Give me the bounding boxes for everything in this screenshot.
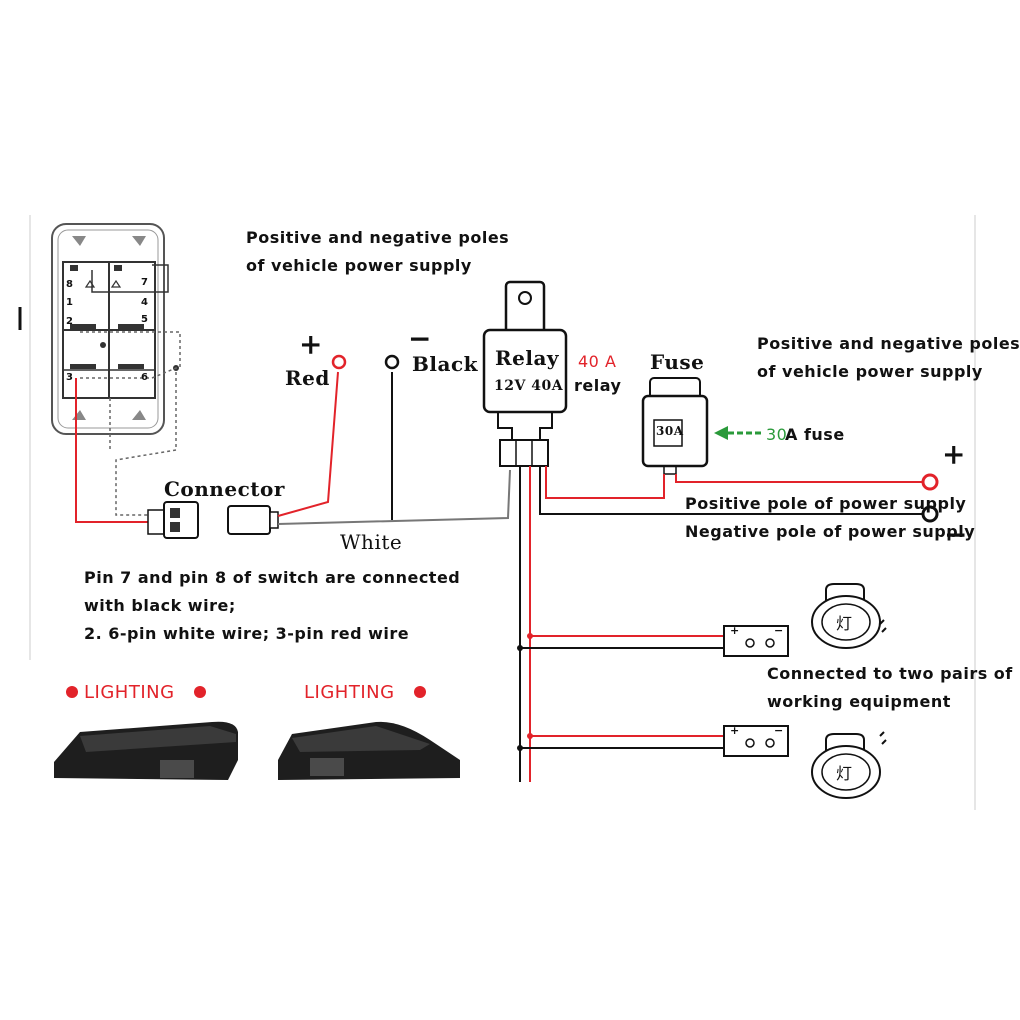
white-wire-label: White [340, 530, 403, 554]
relay-title: Relay [495, 346, 560, 370]
lighting-label-2: LIGHTING [304, 682, 395, 703]
supply-plus-symbol: + [942, 438, 966, 471]
relay [482, 280, 568, 467]
fuse [641, 377, 709, 475]
red-ring-terminal [331, 354, 347, 370]
top-poles-line-2: of vehicle power supply [246, 256, 472, 275]
switch-note-line-1: Pin 7 and pin 8 of switch are connected [84, 568, 461, 587]
lamp-1-glyph: 灯 [836, 614, 853, 633]
terminal-1-minus: − [774, 624, 784, 637]
switch-note-line-3: 2. 6-pin white wire; 3-pin red wire [84, 624, 410, 643]
white-wire [277, 469, 511, 525]
pin-1-label: 1 [66, 297, 74, 308]
relay-note-value: 40 A [578, 352, 617, 371]
relay-to-negative-wire [539, 466, 924, 515]
terminal-1-plus: + [730, 624, 740, 637]
connector-male [147, 501, 199, 539]
work-lamp-1 [811, 583, 887, 649]
pin-6-label: 6 [141, 372, 149, 383]
switch-note-line-2: with black wire; [84, 596, 236, 615]
terminal-2-plus: + [730, 724, 740, 737]
positive-ring-terminal [921, 473, 939, 491]
terminal-2-minus: − [774, 724, 784, 737]
equipment-note-line-2: working equipment [767, 692, 951, 711]
equipment-note-line-1: Connected to two pairs of [767, 664, 1013, 683]
pin-jumper-wire [91, 264, 169, 293]
relay-note-word: relay [574, 376, 622, 395]
relay-to-fuse-wire [545, 466, 665, 499]
top-poles-line-1: Positive and negative poles [246, 228, 510, 247]
rocker-switch [51, 223, 179, 435]
red-wire-label: Red [285, 366, 330, 390]
red-plus-symbol: + [299, 328, 323, 361]
pin-2-label: 2 [66, 316, 74, 327]
fuse-note-word: A fuse [785, 425, 845, 444]
supply-minus-symbol: − [944, 518, 968, 551]
negative-ring-terminal [921, 505, 939, 523]
fuse-arrow-head [714, 426, 728, 440]
switch-red-wire [75, 378, 148, 523]
work-lamp-2 [811, 731, 887, 799]
black-wire-label: Black [412, 352, 478, 376]
pin-4-label: 4 [141, 297, 149, 308]
dotted-wire-2 [80, 366, 177, 516]
lighting-label-1: LIGHTING [84, 682, 175, 703]
pin-3-label: 3 [66, 372, 74, 383]
rocker-photo-1 [54, 686, 238, 780]
terminal-block-2 [723, 725, 789, 757]
negative-pole-label: Negative pole of power supply [685, 522, 976, 541]
pin-7-label: 7 [141, 277, 149, 288]
relay-rating: 12V 40A [494, 378, 564, 394]
pin-8-label: 8 [66, 279, 74, 290]
red-wire-to-switch-terminal [277, 371, 339, 517]
fuse-title: Fuse [650, 350, 705, 374]
connector-label: Connector [164, 477, 285, 501]
fuse-to-positive-wire [675, 474, 924, 483]
terminal-block-1 [723, 625, 789, 657]
fuse-rating: 30A [656, 424, 684, 438]
pin-5-label: 5 [141, 314, 149, 325]
rocker-photo-2 [278, 686, 460, 780]
lamp-2-glyph: 灯 [836, 764, 853, 783]
right-poles-line-1: Positive and negative poles [757, 334, 1020, 353]
connector-female [227, 505, 279, 535]
black-ring-terminal [384, 354, 400, 370]
black-minus-symbol: − [408, 322, 432, 355]
positive-pole-label: Positive pole of power supply [685, 494, 967, 513]
fuse-note-value: 30 [766, 425, 788, 444]
right-poles-line-2: of vehicle power supply [757, 362, 983, 381]
